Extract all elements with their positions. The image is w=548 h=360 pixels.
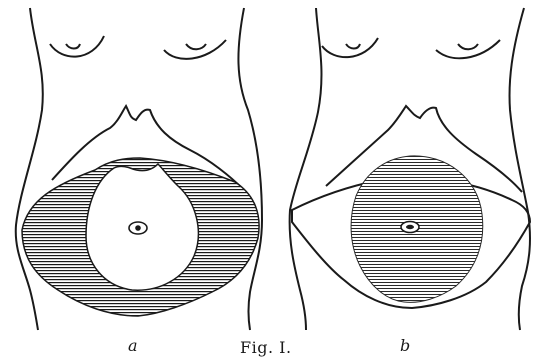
panel-a-navel: [129, 222, 147, 234]
figure-caption: Fig. I.: [240, 338, 292, 357]
panel-b-label: b: [400, 336, 410, 355]
panel-b-navel: [401, 222, 419, 233]
panel-a-label: a: [128, 336, 138, 355]
panel-a-dullness-region: [22, 158, 259, 316]
